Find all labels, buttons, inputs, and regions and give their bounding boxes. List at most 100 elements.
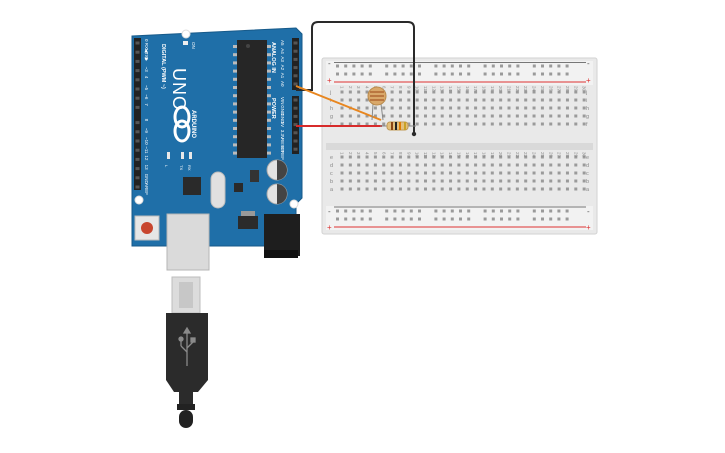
breadboard-hole[interactable] — [515, 98, 519, 102]
rail-hole[interactable] — [450, 64, 454, 68]
breadboard-hole[interactable] — [407, 122, 411, 126]
breadboard-hole[interactable] — [557, 90, 561, 94]
breadboard-hole[interactable] — [398, 106, 402, 110]
rail-hole[interactable] — [500, 209, 503, 213]
breadboard-hole[interactable] — [365, 163, 369, 167]
breadboard-hole[interactable] — [507, 122, 511, 126]
breadboard-hole[interactable] — [348, 163, 352, 167]
breadboard-hole[interactable] — [540, 187, 544, 191]
rail-hole[interactable] — [532, 209, 536, 213]
breadboard-hole[interactable] — [524, 179, 528, 183]
breadboard-hole[interactable] — [390, 163, 394, 167]
breadboard-hole[interactable] — [574, 155, 578, 159]
breadboard-hole[interactable] — [582, 155, 586, 159]
breadboard-hole[interactable] — [532, 98, 536, 102]
breadboard-hole[interactable] — [340, 90, 344, 94]
digital-pin[interactable] — [135, 139, 140, 143]
breadboard-hole[interactable] — [373, 163, 377, 167]
breadboard-hole[interactable] — [499, 106, 503, 110]
breadboard-hole[interactable] — [407, 163, 411, 167]
breadboard-hole[interactable] — [415, 163, 419, 167]
breadboard-hole[interactable] — [348, 90, 352, 94]
rail-hole[interactable] — [385, 64, 389, 68]
rail-hole[interactable] — [549, 64, 553, 68]
breadboard-hole[interactable] — [398, 179, 402, 183]
rail-hole[interactable] — [344, 72, 348, 76]
rail-hole[interactable] — [516, 209, 520, 213]
breadboard-hole[interactable] — [540, 179, 544, 183]
breadboard-hole[interactable] — [357, 155, 361, 159]
breadboard-hole[interactable] — [424, 187, 427, 191]
breadboard-hole[interactable] — [440, 90, 444, 94]
rail-hole[interactable] — [434, 64, 438, 68]
breadboard-hole[interactable] — [515, 179, 519, 183]
breadboard-hole[interactable] — [574, 106, 578, 110]
breadboard-hole[interactable] — [457, 114, 461, 118]
rail-hole[interactable] — [541, 209, 544, 213]
rail-hole[interactable] — [336, 209, 339, 213]
breadboard-hole[interactable] — [540, 163, 544, 167]
breadboard-hole[interactable] — [549, 187, 553, 191]
breadboard-hole[interactable] — [582, 122, 586, 126]
breadboard-hole[interactable] — [398, 171, 402, 175]
rail-hole[interactable] — [352, 64, 356, 68]
breadboard-hole[interactable] — [549, 90, 553, 94]
breadboard-hole[interactable] — [582, 114, 586, 118]
breadboard-hole[interactable] — [524, 90, 528, 94]
rail-hole[interactable] — [565, 217, 569, 221]
breadboard-hole[interactable] — [549, 122, 553, 126]
rail-hole[interactable] — [557, 72, 561, 76]
breadboard-hole[interactable] — [574, 90, 578, 94]
breadboard-hole[interactable] — [465, 155, 469, 159]
breadboard-hole[interactable] — [398, 98, 402, 102]
breadboard-hole[interactable] — [373, 155, 377, 159]
breadboard-hole[interactable] — [407, 179, 411, 183]
power-pin[interactable] — [293, 98, 298, 102]
breadboard-hole[interactable] — [465, 98, 469, 102]
rail-hole[interactable] — [344, 64, 348, 68]
breadboard-hole[interactable] — [457, 122, 461, 126]
breadboard-hole[interactable] — [490, 106, 494, 110]
breadboard-hole[interactable] — [515, 106, 519, 110]
breadboard-hole[interactable] — [507, 171, 511, 175]
breadboard-hole[interactable] — [474, 106, 478, 110]
breadboard-hole[interactable] — [365, 114, 369, 118]
breadboard-hole[interactable] — [465, 90, 469, 94]
breadboard-hole[interactable] — [524, 98, 528, 102]
rail-hole[interactable] — [442, 209, 446, 213]
rail-hole[interactable] — [409, 72, 413, 76]
rail-hole[interactable] — [393, 72, 397, 76]
power-pin[interactable] — [293, 139, 298, 143]
rail-hole[interactable] — [532, 64, 536, 68]
breadboard-holes[interactable] — [336, 64, 586, 221]
breadboard-hole[interactable] — [415, 106, 419, 110]
breadboard-hole[interactable] — [424, 163, 427, 167]
breadboard-hole[interactable] — [557, 122, 561, 126]
rail-hole[interactable] — [500, 72, 503, 76]
breadboard-hole[interactable] — [582, 179, 586, 183]
breadboard-hole[interactable] — [415, 122, 419, 126]
breadboard-hole[interactable] — [499, 90, 503, 94]
breadboard-hole[interactable] — [465, 122, 469, 126]
breadboard-hole[interactable] — [449, 90, 453, 94]
analog-pin[interactable] — [293, 82, 298, 86]
rail-hole[interactable] — [459, 217, 462, 221]
breadboard-hole[interactable] — [515, 163, 519, 167]
rail-hole[interactable] — [508, 217, 512, 221]
analog-header[interactable] — [292, 38, 299, 90]
breadboard-hole[interactable] — [415, 187, 419, 191]
rail-hole[interactable] — [336, 72, 339, 76]
reset-button[interactable] — [134, 215, 160, 241]
breadboard-hole[interactable] — [415, 114, 419, 118]
breadboard-hole[interactable] — [440, 122, 444, 126]
resistor[interactable] — [380, 121, 416, 131]
breadboard-hole[interactable] — [499, 179, 503, 183]
breadboard-hole[interactable] — [499, 98, 503, 102]
breadboard-hole[interactable] — [565, 163, 569, 167]
breadboard-hole[interactable] — [549, 171, 553, 175]
rail-hole[interactable] — [352, 217, 356, 221]
breadboard-hole[interactable] — [424, 114, 427, 118]
digital-header[interactable] — [134, 38, 141, 190]
rail-hole[interactable] — [549, 217, 553, 221]
breadboard-hole[interactable] — [465, 106, 469, 110]
